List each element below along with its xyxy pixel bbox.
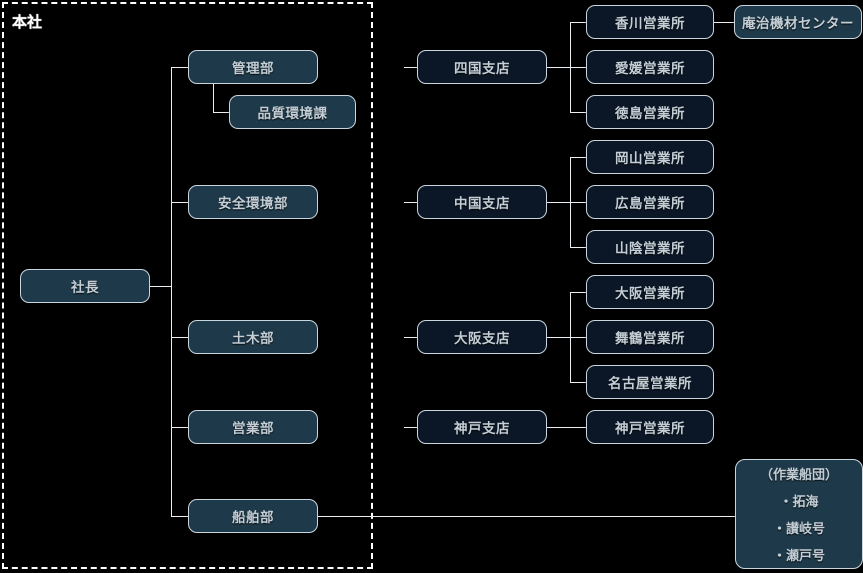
- connector-kagawa-to-aji: [714, 22, 735, 23]
- connector-tick-chugoku: [404, 202, 418, 203]
- node-department-anzen-kankyo[interactable]: 安全環境部: [188, 185, 318, 219]
- connector-shikoku-to-ehime: [570, 67, 587, 68]
- node-department-kanribu[interactable]: 管理部: [188, 50, 318, 84]
- head-office-region: [2, 2, 373, 569]
- connector-chugoku-out: [547, 202, 571, 203]
- connector-stub-eigyo: [171, 427, 189, 428]
- connector-chugoku-to-okayama: [570, 157, 587, 158]
- node-office-hiroshima[interactable]: 広島営業所: [586, 185, 714, 219]
- connector-tick-osaka: [404, 337, 418, 338]
- node-office-tokushima[interactable]: 徳島営業所: [586, 95, 714, 129]
- connector-osaka-to-nagoya: [570, 382, 587, 383]
- fleet-item-takumi: ・拓海: [779, 495, 819, 510]
- connector-chugoku-to-sanin: [570, 247, 587, 248]
- node-office-osaka[interactable]: 大阪営業所: [586, 275, 714, 309]
- node-office-okayama[interactable]: 岡山営業所: [586, 140, 714, 174]
- head-office-label: 本社: [12, 13, 43, 31]
- fleet-item-seto: ・瀬戸号: [772, 549, 825, 564]
- connector-shikoku-to-kagawa: [570, 22, 587, 23]
- connector-kanribu-to-hinshitsu: [213, 112, 230, 113]
- connector-stub-doboku: [171, 337, 189, 338]
- node-president[interactable]: 社長: [20, 269, 150, 303]
- connector-shikoku-out: [547, 67, 571, 68]
- connector-tick-shikoku: [404, 67, 418, 68]
- node-section-hinshitsu-kankyo[interactable]: 品質環境課: [229, 95, 356, 129]
- node-department-doboku[interactable]: 土木部: [188, 320, 318, 354]
- connector-senpaku-to-fleet: [318, 516, 736, 517]
- connector-osaka-to-maizuru: [570, 337, 587, 338]
- node-department-senpaku[interactable]: 船舶部: [188, 499, 318, 533]
- connector-shikoku-to-tokushima: [570, 112, 587, 113]
- connector-kobe-to-kobe-office: [547, 427, 587, 428]
- connector-osaka-out: [547, 337, 571, 338]
- connector-chugoku-to-hiroshima: [570, 202, 587, 203]
- node-office-kagawa[interactable]: 香川営業所: [586, 5, 714, 39]
- node-branch-shikoku[interactable]: 四国支店: [417, 50, 547, 84]
- node-branch-osaka[interactable]: 大阪支店: [417, 320, 547, 354]
- connector-president-stub: [150, 286, 172, 287]
- fleet-item-sanuki: ・讃岐号: [772, 522, 825, 537]
- fleet-title: （作業船団）: [759, 468, 838, 483]
- node-office-nagoya[interactable]: 名古屋営業所: [586, 365, 714, 399]
- node-work-fleet[interactable]: （作業船団） ・拓海 ・讃岐号 ・瀬戸号: [735, 459, 863, 569]
- connector-stub-anzen: [171, 202, 189, 203]
- node-branch-chugoku[interactable]: 中国支店: [417, 185, 547, 219]
- node-office-maizuru[interactable]: 舞鶴営業所: [586, 320, 714, 354]
- connector-osaka-to-osaka-office: [570, 292, 587, 293]
- connector-stub-kanribu: [171, 67, 189, 68]
- node-branch-kobe[interactable]: 神戸支店: [417, 410, 547, 444]
- node-center-aji[interactable]: 庵治機材センター: [734, 5, 862, 39]
- connector-kanribu-down: [213, 84, 214, 112]
- connector-trunk-vertical: [171, 67, 172, 517]
- node-office-sanin[interactable]: 山陰営業所: [586, 230, 714, 264]
- connector-tick-kobe: [404, 427, 418, 428]
- node-office-ehime[interactable]: 愛媛営業所: [586, 50, 714, 84]
- node-office-kobe[interactable]: 神戸営業所: [586, 410, 714, 444]
- node-department-eigyo[interactable]: 営業部: [188, 410, 318, 444]
- connector-stub-senpaku: [171, 516, 189, 517]
